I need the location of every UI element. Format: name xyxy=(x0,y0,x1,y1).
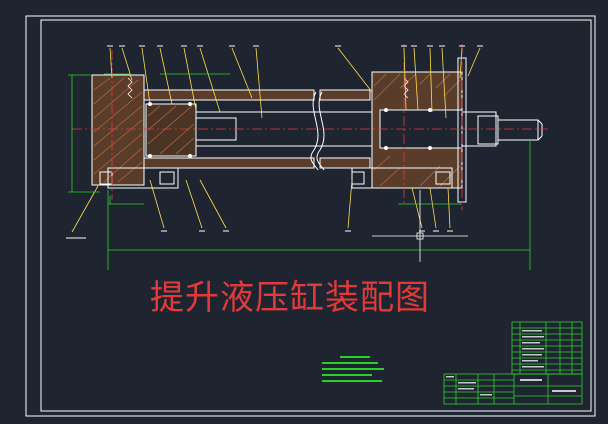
right-bolt-nut-2 xyxy=(435,171,451,185)
technical-notes xyxy=(322,356,384,382)
dimension-lines xyxy=(68,73,531,270)
break-line-2 xyxy=(316,91,325,171)
cylinder-assembly xyxy=(91,57,543,203)
cylinder-barrel-lower-r xyxy=(319,157,371,169)
right-bolt-nut xyxy=(351,171,365,185)
part-leaders xyxy=(71,47,481,233)
title-block-fill xyxy=(446,376,576,396)
cylinder-barrel-upper-r xyxy=(319,89,371,101)
left-flange xyxy=(107,167,179,189)
left-bolt-nut-2 xyxy=(159,171,175,185)
part-number-marks xyxy=(66,45,483,239)
title-block xyxy=(443,373,583,405)
break-line xyxy=(310,91,319,171)
outer-frame xyxy=(25,15,596,417)
parts-list-table xyxy=(511,321,583,375)
inner-frame xyxy=(40,19,592,412)
parts-list-fill xyxy=(522,330,544,368)
cylinder-barrel-lower xyxy=(143,157,315,169)
detail-callout xyxy=(372,190,468,262)
piston xyxy=(145,103,197,157)
rod-tip xyxy=(497,119,539,141)
drawing-title: 提升液压缸装配图 xyxy=(150,278,430,318)
cylinder-barrel-upper xyxy=(143,89,315,101)
left-end-cap xyxy=(91,74,145,186)
rod-end-nut xyxy=(477,115,499,145)
